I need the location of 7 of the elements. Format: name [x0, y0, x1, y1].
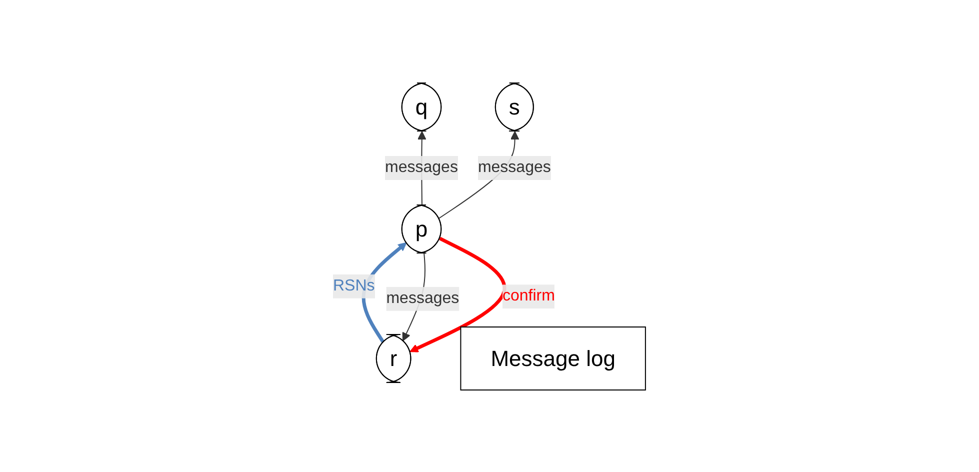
edge-label: messages — [386, 289, 460, 306]
edge-label: messages — [385, 158, 458, 176]
arrow — [410, 236, 506, 352]
edge-label: RSNs — [333, 276, 376, 294]
edge-label: messages — [478, 158, 552, 176]
edge-label: confirm — [502, 287, 556, 304]
node-box: Message log — [460, 326, 646, 390]
